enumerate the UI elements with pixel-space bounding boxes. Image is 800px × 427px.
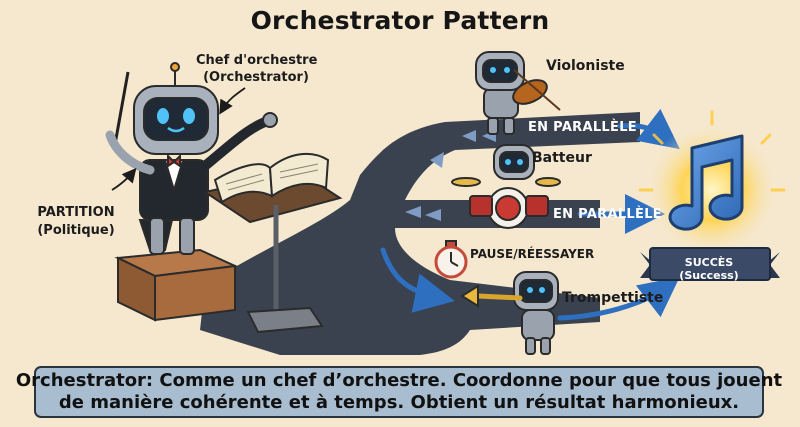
conductor-label-line2: (Orchestrator) xyxy=(203,70,309,85)
success-label-line2: (Success) xyxy=(679,269,739,282)
caption-box: Orchestrator: Comme un chef d’orchestre.… xyxy=(16,366,782,418)
violinist-robot-icon xyxy=(475,51,561,135)
label-pointers xyxy=(111,87,246,191)
trumpeter-robot-icon xyxy=(460,271,559,355)
stopwatch-icon xyxy=(434,240,468,279)
parallel-label-1: EN PARALLÈLE xyxy=(528,120,637,135)
conductor-robot-icon xyxy=(105,62,278,255)
success-note-icon xyxy=(638,110,786,258)
success-label-line1: SUCCÈS xyxy=(684,256,734,269)
partition-label-line1: PARTITION xyxy=(37,205,115,220)
success-label: SUCCÈS (Success) xyxy=(650,256,768,282)
partition-label: PARTITION (Politique) xyxy=(24,204,128,240)
caption-line-2: de manière cohérente et à temps. Obtient… xyxy=(58,392,740,413)
violinist-label: Violoniste xyxy=(546,58,625,74)
score-book-icon xyxy=(202,152,343,334)
conductor-label: Chef d'orchestre (Orchestrator) xyxy=(196,52,318,86)
caption-line-1: Orchestrator: Comme un chef d’orchestre.… xyxy=(15,370,783,391)
trumpeter-label: Trompettiste xyxy=(562,290,664,306)
flow-arrows xyxy=(380,108,680,321)
conductor-podium xyxy=(114,248,239,322)
drummer-label: Batteur xyxy=(532,150,592,166)
partition-label-line2: (Politique) xyxy=(37,223,115,238)
retry-label: PAUSE/RÉESSAYER xyxy=(470,247,595,261)
diagram-title: Orchestrator Pattern xyxy=(250,6,550,35)
drummer-robot-icon xyxy=(451,144,561,229)
success-banner xyxy=(640,247,780,281)
parallel-label-2: EN PARALLÈLE xyxy=(553,207,662,222)
conductor-label-line1: Chef d'orchestre xyxy=(196,53,318,68)
